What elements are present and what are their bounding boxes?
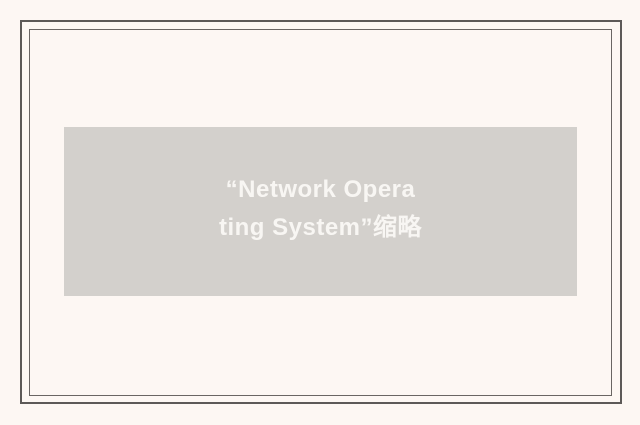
image-placeholder: “Network Opera ting System”缩略 xyxy=(64,127,577,296)
inner-border-frame xyxy=(29,29,612,396)
outer-border-frame xyxy=(20,20,622,404)
alt-text-line-2: ting System”缩略 xyxy=(218,213,423,241)
alt-text-line-1: “Network Opera xyxy=(225,175,416,203)
